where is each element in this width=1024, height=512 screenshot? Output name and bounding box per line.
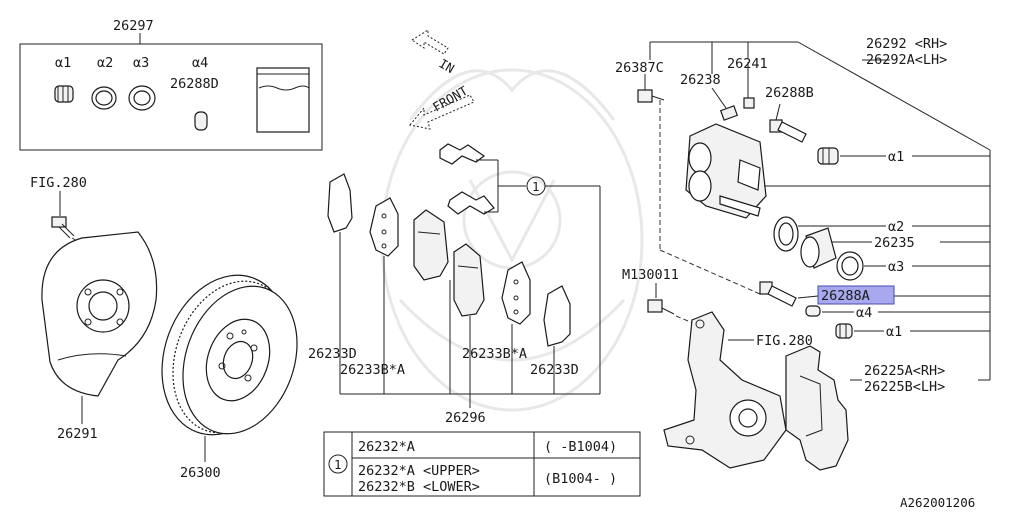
front-arrow-label: FRONT (430, 83, 470, 115)
kit-alpha3-label: α3 (133, 55, 149, 71)
caliper-body-icon (685, 123, 767, 219)
bolt-m-label[interactable]: M130011 (622, 267, 679, 283)
support-rh-label[interactable]: 26225A<RH> (864, 363, 945, 379)
dust-shield-label[interactable]: 26291 (57, 426, 98, 442)
piston-label[interactable]: 26235 (874, 235, 915, 251)
alpha1-top-label[interactable]: α1 (888, 149, 904, 165)
caliper-lh-label[interactable]: 26292A<LH> (866, 52, 947, 68)
pad-b-right-label[interactable]: 26233B*A (462, 346, 527, 362)
pad-right-icon (453, 243, 485, 317)
kit-sub-number-label: 26288D (170, 76, 219, 92)
caliper-rh-label[interactable]: 26292 <RH> (866, 36, 947, 52)
support-bolt-icon (647, 299, 675, 315)
in-arrow-icon: IN (411, 29, 458, 77)
piston-icon (800, 227, 837, 269)
brake-rotor-icon (161, 274, 298, 436)
table-row1-range: ( -B1004) (544, 439, 617, 455)
diagram-code-label: A262001206 (900, 495, 975, 510)
kit-alpha1-label: α1 (55, 55, 71, 71)
pad-b-left-label[interactable]: 26233B*A (340, 362, 405, 378)
support-lh-label[interactable]: 26225B<LH> (864, 379, 945, 395)
shield-bolt-icon (51, 216, 75, 239)
rotor-label[interactable]: 26300 (180, 465, 221, 481)
fig280-top-label[interactable]: FIG.280 (30, 175, 87, 191)
guide-pin-b-icon (769, 103, 807, 143)
in-arrow-label: IN (437, 56, 458, 77)
table-row2-part-b[interactable]: 26232*B <LOWER> (358, 479, 480, 495)
kit-grease-pack-icon (256, 67, 310, 133)
cap-label[interactable]: 26241 (727, 56, 768, 72)
circle-ref-1-label: 1 (532, 179, 540, 194)
pad-d-right-label[interactable]: 26233D (530, 362, 579, 378)
dust-shield-icon (41, 231, 158, 397)
guide-pin-a-icon (759, 281, 797, 307)
kit-piston-boot-icon (128, 85, 156, 111)
kit-pin-icon (194, 111, 208, 131)
fig280-knuckle-label[interactable]: FIG.280 (756, 333, 813, 349)
alpha2-label[interactable]: α2 (888, 219, 904, 235)
kit-alpha4-label: α4 (192, 55, 208, 71)
kit-seal-ring-icon (91, 86, 117, 110)
pad-clip-upper-icon (439, 143, 495, 215)
kit-box (19, 43, 323, 151)
pin-b-label[interactable]: 26288B (765, 85, 814, 101)
bolt-c-label[interactable]: 26387C (615, 60, 664, 76)
steering-knuckle-icon (663, 311, 787, 469)
table-row2-range: (B1004- ) (544, 471, 617, 487)
bleeder-screw-icon (711, 87, 739, 121)
alpha3-label[interactable]: α3 (888, 259, 904, 275)
pad-left-icon (413, 209, 449, 281)
table-row2-part-a[interactable]: 26232*A <UPPER> (358, 463, 480, 479)
pin-a-label[interactable]: 26288A (821, 288, 870, 304)
bleeder-label[interactable]: 26238 (680, 72, 721, 88)
piston-boot-icon (836, 251, 864, 281)
pin-alpha4-icon (805, 305, 821, 317)
boot-alpha1-bottom-icon (835, 323, 853, 339)
caliper-support-icon (785, 345, 849, 471)
pad-backing-right-icon (501, 261, 531, 325)
kit-number-label: 26297 (113, 18, 154, 34)
pad-d-left-label[interactable]: 26233D (308, 346, 357, 362)
seal-ring-icon (773, 216, 799, 252)
pad-group-label[interactable]: 26296 (445, 410, 486, 426)
kit-alpha2-label: α2 (97, 55, 113, 71)
supersession-table (323, 431, 641, 497)
pad-shim-right-icon (543, 285, 571, 347)
boot-alpha1-top-icon (817, 147, 839, 165)
alpha1-bottom-label[interactable]: α1 (886, 324, 902, 340)
pad-shim-left-icon (327, 173, 353, 233)
bleeder-cap-icon (743, 62, 755, 109)
alpha4-label[interactable]: α4 (856, 305, 872, 321)
pad-backing-left-icon (369, 197, 399, 257)
highlight-box (817, 285, 895, 305)
table-row1-part[interactable]: 26232*A (358, 439, 415, 455)
table-ref-label: 1 (334, 457, 342, 472)
kit-boot-icon (54, 85, 74, 103)
